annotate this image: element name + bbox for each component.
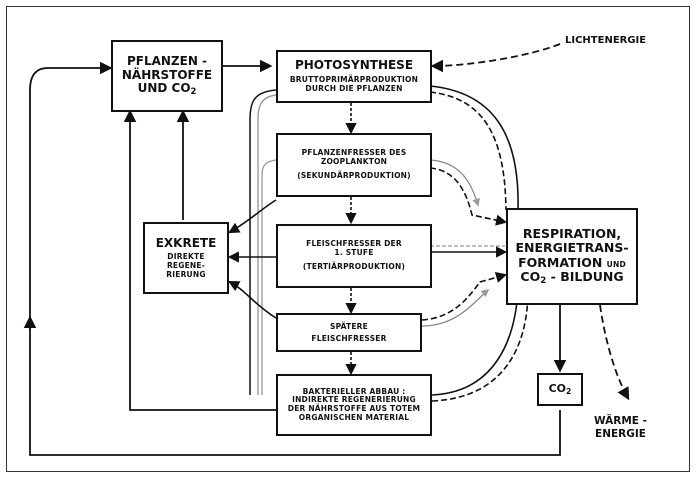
respiration-und: UND bbox=[606, 259, 626, 269]
node-herbivores: PFLANZENFRESSER DES ZOOPLANKTON (SEKUNDÄ… bbox=[276, 133, 432, 197]
respiration-line-1: RESPIRATION, bbox=[522, 225, 622, 241]
nutrients-line-2: NÄHRSTOFFE bbox=[121, 67, 213, 82]
later-carnivores-title: SPÄTERE FLEISCHFRESSER bbox=[311, 321, 387, 343]
photosynthesis-title: PHOTOSYNTHESE bbox=[294, 58, 414, 73]
node-excreta: EXKRETE DIREKTE REGENE- RIERUNG bbox=[143, 222, 229, 294]
arrow-light-energy bbox=[430, 43, 561, 73]
node-bacterial: BAKTERIELLER ABBAU : INDIREKTE REGENERIE… bbox=[276, 374, 432, 436]
left-decay-line-1 bbox=[249, 89, 277, 395]
left-decay-line-3 bbox=[261, 159, 277, 395]
node-co2: CO2 bbox=[537, 373, 583, 406]
arrow-herbivores-to-respiration bbox=[429, 167, 508, 226]
respiration-line-3: FORMATION UND bbox=[518, 254, 626, 270]
node-photosynthesis: PHOTOSYNTHESE BRUTTOPRIMÄRPRODUKTION DUR… bbox=[276, 50, 432, 103]
node-carnivores-1: FLEISCHFRESSER DER 1. STUFE (TERTIÄRPROD… bbox=[276, 224, 432, 288]
carnivores-title: FLEISCHFRESSER DER 1. STUFE bbox=[306, 239, 402, 257]
arc-photo-respiration-dashed bbox=[429, 91, 507, 211]
arrow-bacterial-to-nutrients bbox=[123, 109, 276, 411]
node-nutrients: PFLANZEN - NÄHRSTOFFE UND CO2 bbox=[111, 40, 223, 112]
nutrients-co2-prefix: UND CO bbox=[137, 81, 191, 96]
left-decay-line-2 bbox=[257, 94, 277, 395]
respiration-line-2: ENERGIETRANS- bbox=[515, 240, 629, 256]
respiration-co2-sub: 2 bbox=[540, 276, 547, 287]
respiration-co2-suffix: - BILDUNG bbox=[546, 269, 624, 285]
nutrients-co2-sub: 2 bbox=[190, 86, 197, 97]
respiration-co2-prefix: CO bbox=[520, 269, 541, 285]
nutrients-line-3: UND CO2 bbox=[138, 82, 197, 97]
herbivores-title: PFLANZENFRESSER DES ZOOPLANKTON bbox=[301, 148, 407, 166]
co2-box-label: CO2 bbox=[548, 381, 572, 397]
bacterial-title: BAKTERIELLER ABBAU : INDIREKTE REGENERIE… bbox=[287, 386, 421, 422]
co2-box-sub: 2 bbox=[566, 386, 572, 396]
herbivores-sub: (SEKUNDÄRPRODUKTION) bbox=[297, 171, 411, 181]
respiration-formation: FORMATION bbox=[518, 254, 603, 270]
arc-photo-respiration-outer bbox=[429, 85, 519, 211]
excreta-sub: DIREKTE REGENE- RIERUNG bbox=[166, 252, 206, 279]
arrow-later-to-excreta bbox=[228, 280, 277, 319]
carnivores-sub: (TERTIÄRPRODUKTION) bbox=[302, 262, 406, 272]
node-respiration: RESPIRATION, ENERGIETRANS- FORMATION UND… bbox=[506, 208, 638, 305]
excreta-title: EXKRETE bbox=[155, 235, 217, 250]
arrow-heat-energy bbox=[599, 304, 630, 401]
arc-bacterial-respiration bbox=[431, 289, 519, 396]
respiration-line-4: CO2 - BILDUNG bbox=[520, 269, 624, 287]
arrow-co2-return-loop bbox=[29, 61, 561, 456]
label-light-energy: LICHTENERGIE bbox=[565, 35, 647, 46]
nutrients-line-1: PFLANZEN - bbox=[126, 53, 208, 68]
diagram-frame bbox=[6, 6, 690, 472]
label-heat-energy: WÄRME - ENERGIE bbox=[594, 415, 647, 440]
photosynthesis-sub: BRUTTOPRIMÄRPRODUKTION DURCH DIE PFLANZE… bbox=[289, 75, 419, 93]
arrow-herbivores-to-excreta bbox=[228, 199, 277, 234]
arrow-later-to-respiration bbox=[421, 272, 508, 321]
co2-box-prefix: CO bbox=[548, 381, 567, 395]
node-later-carnivores: SPÄTERE FLEISCHFRESSER bbox=[276, 313, 422, 352]
